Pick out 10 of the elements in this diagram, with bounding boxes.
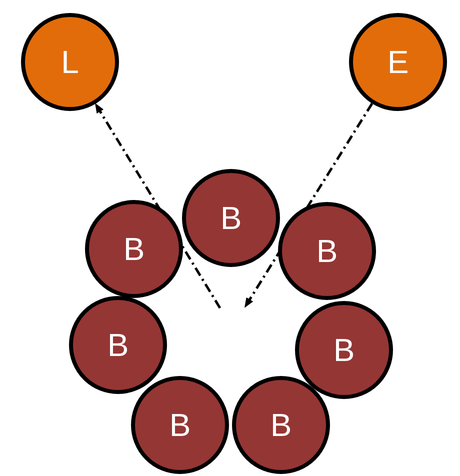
node-label: B [123, 233, 145, 265]
node-label: B [270, 409, 292, 441]
node-label: B [333, 334, 355, 366]
node-label: B [107, 329, 129, 361]
circle-node [182, 169, 280, 267]
node-label: B [220, 202, 242, 234]
node-label: B [169, 409, 191, 441]
node-label: L [61, 46, 79, 78]
node-label: B [316, 235, 338, 267]
node-label: E [387, 46, 409, 78]
